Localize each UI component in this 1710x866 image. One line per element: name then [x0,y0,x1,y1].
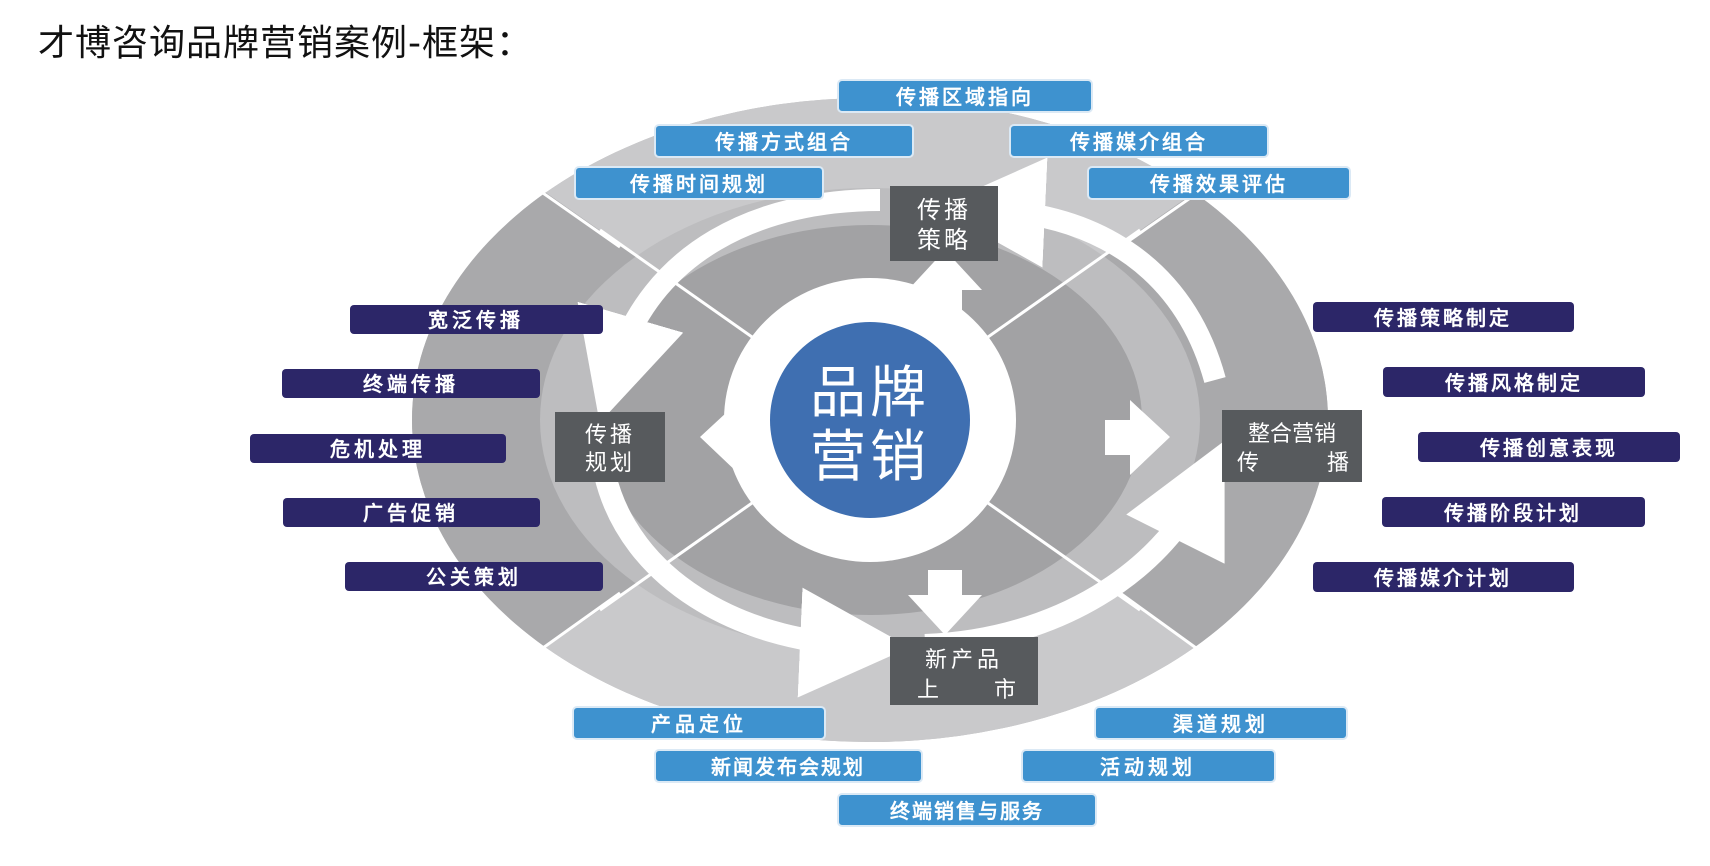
stage-planning-line2: 规划 [585,451,635,476]
bottom-label-item: 产品定位 [572,706,826,740]
top-label-text: 传播效果评估 [1149,172,1288,196]
center-text-line2: 营销 [810,425,930,490]
bottom-label-text: 新闻发布会规划 [711,755,865,779]
right-label-text: 传播媒介计划 [1373,566,1512,590]
stage-strategy: 传播 策略 [890,186,998,261]
arrow-up [908,250,982,315]
right-label-text: 传播策略制定 [1373,306,1512,330]
stage-planning: 传播 规划 [555,412,665,482]
bottom-label-text: 渠道规划 [1173,712,1269,736]
left-labels: 宽泛传播 终端传播 危机处理 广告促销 公关策划 [250,305,603,591]
top-label-item: 传播方式组合 [654,124,914,158]
right-label-text: 传播风格制定 [1444,371,1583,395]
bottom-label-text: 终端销售与服务 [890,799,1044,823]
left-label-item: 宽泛传播 [350,305,603,334]
left-label-text: 宽泛传播 [428,308,524,332]
bottom-label-text: 活动规划 [1100,755,1196,779]
center-circle [770,322,970,518]
page-title: 才博咨询品牌营销案例-框架： [38,23,533,64]
top-label-text: 传播媒介组合 [1069,130,1208,154]
top-label-text: 传播区域指向 [895,85,1034,109]
bottom-label-text: 产品定位 [651,712,747,736]
bottom-label-item: 渠道规划 [1094,706,1348,740]
stage-integrated-line2a: 传 [1237,451,1259,476]
top-label-item: 传播时间规划 [574,166,824,200]
top-label-item: 传播效果评估 [1087,166,1351,200]
bottom-label-item: 活动规划 [1021,749,1276,783]
stage-integrated-line1: 整合营销 [1248,422,1336,447]
top-label-item: 传播媒介组合 [1009,124,1269,158]
stage-launch-line2b: 市 [994,678,1016,703]
right-label-item: 传播媒介计划 [1313,562,1574,592]
left-label-item: 终端传播 [282,369,540,398]
stage-planning-line1: 传播 [585,423,635,448]
top-label-text: 传播方式组合 [714,130,853,154]
left-label-item: 广告促销 [283,498,540,527]
bottom-label-item: 新闻发布会规划 [654,749,923,783]
left-label-item: 危机处理 [250,434,506,463]
right-label-item: 传播策略制定 [1313,302,1574,332]
center-text-line1: 品牌 [810,361,930,426]
bottom-label-item: 终端销售与服务 [837,793,1097,827]
cycle-arrows [577,157,1226,698]
stage-strategy-line2: 策略 [917,226,971,254]
stage-launch: 新产品 上 市 [890,637,1038,705]
stage-launch-line2a: 上 [917,678,939,703]
left-label-text: 公关策划 [426,565,522,589]
arrow-strategy-to-planning [577,189,881,423]
right-label-text: 传播阶段计划 [1443,501,1582,525]
right-labels: 传播策略制定 传播风格制定 传播创意表现 传播阶段计划 传播媒介计划 [1313,302,1680,592]
top-label-text: 传播时间规划 [629,172,768,196]
left-label-text: 危机处理 [330,437,426,461]
top-labels: 传播区域指向 传播方式组合 传播媒介组合 传播时间规划 传播效果评估 [574,79,1351,200]
arrow-down [908,570,982,635]
stage-integrated: 整合营销 传 播 [1222,410,1362,482]
bottom-labels: 产品定位 渠道规划 新闻发布会规划 活动规划 终端销售与服务 [572,706,1348,827]
left-label-item: 公关策划 [345,562,603,591]
left-label-text: 广告促销 [363,501,459,525]
left-label-text: 终端传播 [363,372,459,396]
stage-integrated-line2b: 播 [1327,451,1349,476]
right-label-item: 传播阶段计划 [1382,497,1645,527]
stage-strategy-line1: 传播 [917,196,971,224]
right-label-item: 传播创意表现 [1418,432,1680,462]
right-label-item: 传播风格制定 [1383,367,1645,397]
arrow-integrated-to-strategy [935,157,1226,383]
top-label-item: 传播区域指向 [837,79,1093,113]
arrow-right [1105,400,1170,475]
center-out-arrows [700,250,1170,635]
right-label-text: 传播创意表现 [1479,436,1618,460]
arrow-left [700,400,765,475]
stage-launch-line1: 新产品 [925,648,1003,673]
arrow-planning-to-launch [594,472,910,698]
